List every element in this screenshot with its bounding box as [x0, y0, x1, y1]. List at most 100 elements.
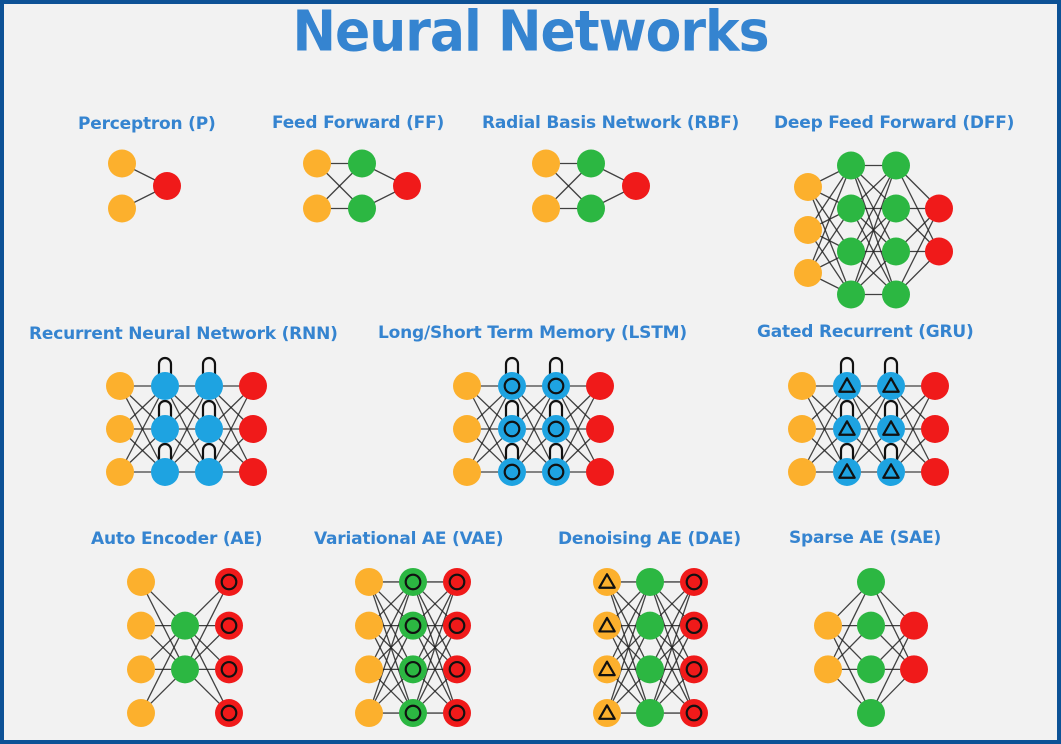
- network-ae: [127, 567, 243, 728]
- memory-cell-icon: [685, 660, 703, 678]
- gate-cell-icon: [838, 463, 856, 479]
- hidden-node: [399, 567, 427, 596]
- memory-cell-icon: [448, 660, 466, 678]
- hidden-node: [882, 237, 910, 266]
- connection-edge: [850, 208, 897, 295]
- hidden-node: [837, 194, 865, 223]
- output-node: [921, 372, 949, 400]
- recurrent-node: [542, 458, 570, 486]
- recurrent-node: [833, 458, 861, 486]
- memory-cell-icon: [220, 573, 238, 591]
- memory-cell-icon: [503, 377, 521, 395]
- recurrent-loop-icon: [504, 399, 520, 417]
- output-node: [239, 458, 267, 486]
- output-node: [393, 172, 421, 200]
- gate-cell-icon: [598, 660, 616, 677]
- memory-cell-icon: [220, 660, 238, 678]
- input-node: [127, 611, 155, 640]
- memory-cell-icon: [220, 704, 238, 722]
- recurrent-node: [877, 372, 905, 400]
- output-node: [215, 567, 243, 596]
- connection-edge: [846, 385, 892, 473]
- output-node: [443, 567, 471, 596]
- connection-edge: [801, 385, 848, 473]
- connection-edge: [649, 581, 695, 714]
- connection-edge: [208, 385, 254, 473]
- edges-rnn: [119, 356, 254, 473]
- input-node: [106, 458, 134, 486]
- memory-cell-icon: [503, 463, 521, 481]
- input-node: [788, 372, 816, 400]
- connection-edge: [606, 625, 651, 714]
- label-rbf: Radial Basis Network (RBF): [482, 113, 740, 133]
- connection-edge: [606, 581, 651, 714]
- hidden-node: [837, 237, 865, 266]
- page-title: Neural Networks: [292, 0, 769, 65]
- input-node: [106, 372, 134, 400]
- connection-edge: [119, 385, 166, 473]
- recurrent-loop-icon: [201, 356, 217, 374]
- output-node: [680, 655, 708, 684]
- network-rnn: [106, 356, 267, 486]
- hidden-node: [837, 151, 865, 180]
- input-node: [127, 655, 155, 684]
- input-node: [108, 194, 136, 223]
- hidden-node: [171, 611, 199, 640]
- gate-cell-icon: [882, 377, 900, 393]
- hidden-node: [837, 280, 865, 309]
- memory-cell-icon: [404, 617, 422, 635]
- hidden-node: [636, 567, 664, 596]
- output-node: [921, 458, 949, 486]
- hidden-node: [636, 611, 664, 640]
- recurrent-node: [151, 372, 179, 400]
- gate-cell-icon: [882, 420, 900, 436]
- label-dff: Deep Feed Forward (DFF): [774, 113, 1015, 133]
- connection-edge: [850, 165, 897, 252]
- edges-sae: [827, 581, 915, 714]
- gate-cell-icon: [598, 616, 616, 633]
- memory-cell-icon: [448, 573, 466, 591]
- connection-edge: [649, 625, 695, 714]
- recurrent-node: [877, 458, 905, 486]
- memory-cell-icon: [404, 704, 422, 722]
- input-node: [788, 458, 816, 486]
- hidden-node: [171, 655, 199, 684]
- output-node: [622, 172, 650, 200]
- connection-edge: [412, 581, 458, 670]
- input-node: [788, 415, 816, 443]
- output-node: [586, 415, 614, 443]
- label-lstm: Long/Short Term Memory (LSTM): [378, 323, 687, 343]
- memory-cell-icon: [547, 420, 565, 438]
- network-lstm: [453, 356, 614, 486]
- input-node: [593, 611, 621, 640]
- memory-cell-icon: [448, 617, 466, 635]
- network-dff: [794, 151, 953, 309]
- recurrent-node: [195, 458, 223, 486]
- connection-edge: [895, 208, 940, 295]
- hidden-node: [857, 567, 885, 596]
- hidden-node: [882, 280, 910, 309]
- memory-cell-icon: [547, 463, 565, 481]
- connection-edge: [412, 625, 458, 714]
- output-node: [239, 415, 267, 443]
- recurrent-node: [195, 415, 223, 443]
- input-node: [794, 216, 822, 244]
- input-node: [593, 699, 621, 728]
- network-dae: [593, 567, 708, 728]
- input-node: [127, 567, 155, 596]
- connection-edge: [368, 581, 414, 714]
- connection-edge: [649, 581, 695, 670]
- edges-gru: [801, 356, 936, 473]
- edges-dae: [606, 581, 695, 714]
- input-node: [794, 259, 822, 287]
- recurrent-node: [151, 458, 179, 486]
- memory-cell-icon: [503, 420, 521, 438]
- output-node: [680, 699, 708, 728]
- input-node: [303, 149, 331, 178]
- label-ae: Auto Encoder (AE): [91, 529, 263, 549]
- hidden-node: [399, 699, 427, 728]
- memory-cell-icon: [685, 617, 703, 635]
- input-node: [593, 567, 621, 596]
- hidden-node: [882, 151, 910, 180]
